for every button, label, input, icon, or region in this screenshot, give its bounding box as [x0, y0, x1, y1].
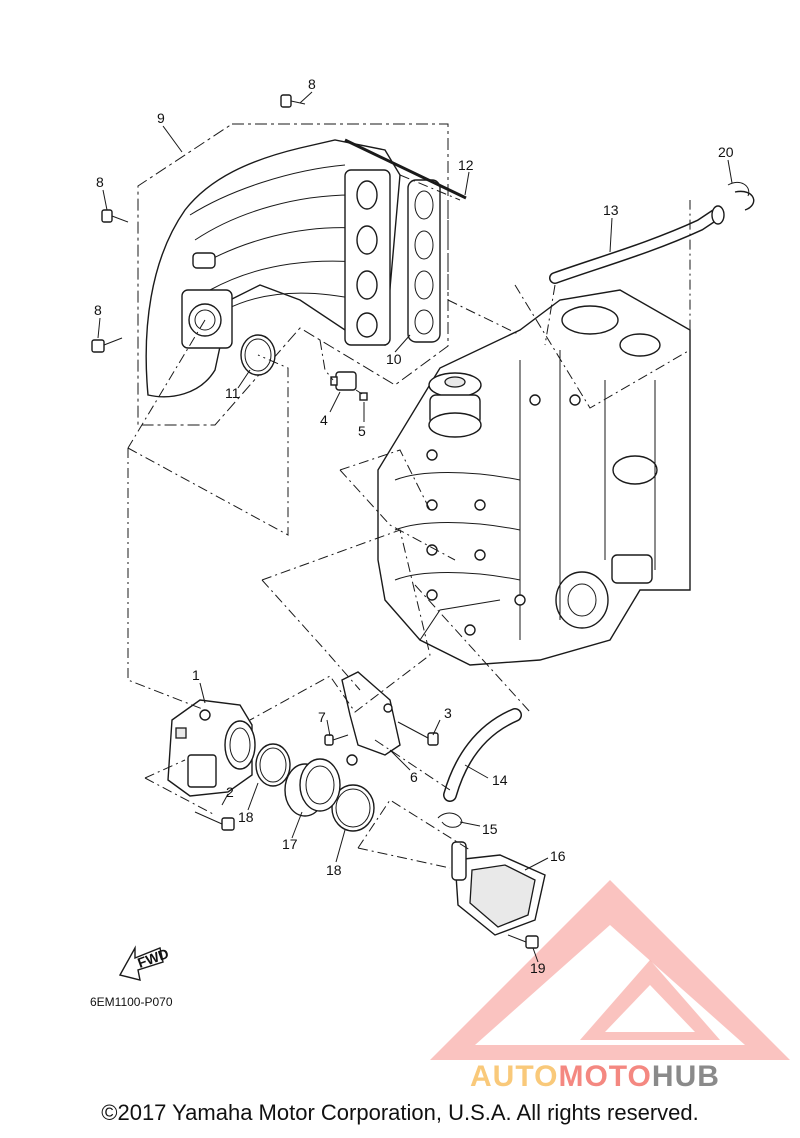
callout-10: 10 — [386, 351, 402, 367]
callout-11: 11 — [225, 385, 240, 401]
throttle-body-1 — [167, 699, 256, 797]
bolt-8-top — [280, 94, 306, 108]
callout-5: 5 — [358, 423, 366, 439]
clip-15 — [437, 812, 463, 828]
manifold-group-outline — [137, 123, 449, 426]
watermark-moto: MOTO — [558, 1060, 652, 1093]
hose-13 — [549, 205, 725, 284]
connection-lines — [127, 174, 691, 869]
callout-9: 9 — [157, 110, 165, 126]
bolt-2 — [194, 811, 235, 831]
bolt-19 — [507, 934, 539, 949]
callout-19: 19 — [530, 960, 546, 976]
callout-8-top: 8 — [308, 76, 316, 92]
callout-15: 15 — [482, 821, 498, 837]
hose-14 — [443, 708, 522, 802]
callout-20: 20 — [718, 144, 734, 160]
o-ring-18-lower — [331, 784, 375, 832]
bolt-8-left — [101, 209, 129, 223]
watermark-logo — [430, 880, 790, 1060]
sensor-4 — [330, 371, 357, 391]
callout-13: 13 — [603, 202, 619, 218]
callout-6: 6 — [410, 769, 418, 785]
callout-8-lower: 8 — [94, 302, 102, 318]
callout-4: 4 — [320, 412, 328, 428]
bolt-8-lower — [91, 337, 123, 353]
callout-18-lower: 18 — [326, 862, 342, 878]
callout-7: 7 — [318, 709, 326, 725]
o-ring-18-upper — [255, 743, 291, 787]
intake-manifold — [145, 139, 401, 398]
clip-20 — [727, 181, 755, 211]
callout-12: 12 — [458, 157, 474, 173]
fwd-arrow-icon — [118, 945, 164, 981]
copyright-notice: ©2017 Yamaha Motor Corporation, U.S.A. A… — [101, 1100, 699, 1125]
callout-labels: 1 2 3 4 5 6 7 8 8 8 9 10 11 12 13 14 15 … — [94, 76, 734, 976]
diagram-code: 6EM1100-P070 — [90, 995, 173, 1009]
fwd-label: FWD — [135, 945, 170, 971]
silencer-16 — [451, 841, 546, 936]
engine-block — [377, 289, 691, 666]
callout-2: 2 — [226, 784, 234, 800]
callout-3: 3 — [444, 705, 452, 721]
leader-lines — [97, 91, 733, 963]
callout-16: 16 — [550, 848, 566, 864]
watermark-text: AUTOMOTOHUB — [470, 1060, 720, 1094]
bracket-6 — [341, 671, 401, 766]
callout-14: 14 — [492, 772, 508, 788]
callout-8-left: 8 — [96, 174, 104, 190]
callout-18-upper: 18 — [238, 809, 254, 825]
callout-1: 1 — [192, 667, 200, 683]
dowel-pin-12 — [344, 138, 467, 200]
manifold-gasket — [407, 179, 441, 343]
callout-17: 17 — [282, 836, 298, 852]
bolt-3 — [397, 721, 439, 746]
joint-17 — [284, 758, 341, 817]
watermark-auto: AUTO — [470, 1060, 559, 1093]
watermark-hub: HUB — [651, 1060, 720, 1093]
screw-7 — [324, 734, 349, 746]
screw-5 — [355, 389, 368, 401]
